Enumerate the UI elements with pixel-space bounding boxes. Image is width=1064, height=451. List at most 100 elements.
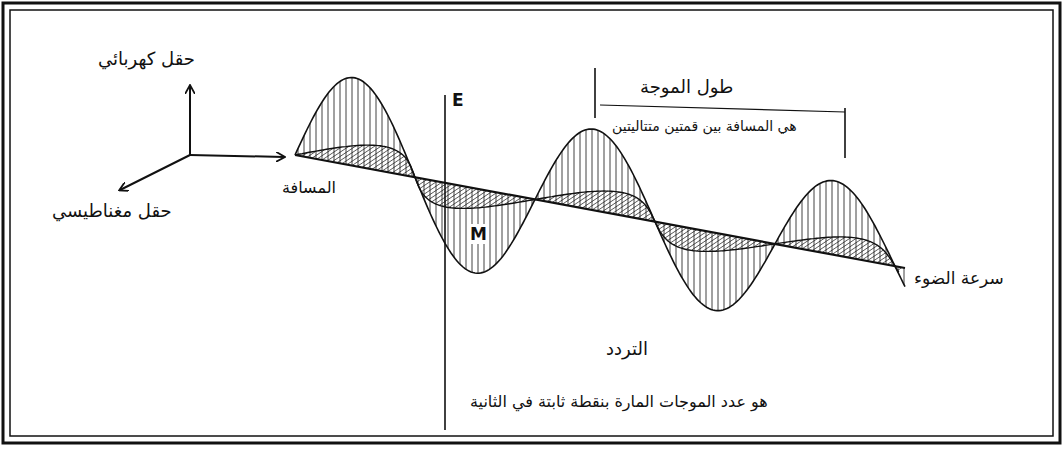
hatch-line: [842, 240, 866, 256]
hatch-line: [382, 105, 383, 171]
hatch-line: [496, 192, 497, 264]
electric-hatching: [298, 78, 904, 311]
hatch-line: [661, 225, 672, 233]
hatch-line: [637, 210, 649, 218]
axis-label: سرعة الضوء: [914, 268, 1004, 288]
hatch-line: [796, 209, 797, 248]
hatch-line: [663, 226, 677, 236]
hatch-line: [604, 134, 605, 213]
wavelength-line: [600, 105, 845, 112]
hatch-line: [872, 253, 886, 262]
axis-label: المسافة: [282, 178, 336, 197]
electric-wave: [295, 78, 905, 311]
hatch-line: [448, 183, 449, 248]
hatch-line: [582, 191, 608, 208]
hatch-line: [617, 200, 640, 215]
hatch-line: [817, 237, 839, 252]
field-symbol: E: [452, 90, 464, 110]
hatch-line: [340, 81, 341, 163]
hatch-line: [682, 231, 707, 248]
hatch-line: [607, 196, 633, 213]
hatch-line: [388, 116, 389, 173]
hatch-line: [377, 154, 401, 170]
hatch-line: [904, 268, 905, 285]
hatch-line: [822, 237, 845, 253]
hatch-line: [706, 231, 707, 307]
hatch-line: [847, 242, 870, 258]
axis-label: حقل مغناطيسي: [52, 200, 172, 222]
hatch-line: [577, 191, 601, 207]
hatch-line: [370, 88, 371, 169]
magnetic-axis-arrow: [120, 155, 190, 190]
hatch-line: [677, 230, 702, 246]
hatch-line: [502, 193, 503, 257]
hatch-line: [328, 93, 329, 161]
electric-axis-arrow: [189, 86, 191, 155]
hatch-line: [376, 95, 377, 170]
hatch-line: [429, 184, 452, 200]
hatch-line: [808, 193, 809, 250]
hatch-line: [880, 236, 881, 264]
hatch-line: [877, 255, 888, 262]
hatch-line: [832, 238, 857, 254]
hatch-line: [827, 237, 851, 253]
wavelength-label: طول الموجة: [640, 76, 733, 98]
frequency-label: التردد: [606, 338, 648, 360]
hatch-line: [812, 237, 833, 251]
hatch-line: [814, 187, 815, 251]
hatch-line: [709, 236, 732, 251]
hatch-line: [362, 148, 391, 167]
hatch-line: [703, 235, 727, 251]
inner-frame: [10, 10, 1053, 436]
field-symbol: M: [468, 224, 489, 244]
hatch-line: [867, 250, 883, 261]
hatch-line: [857, 245, 878, 259]
hatch-line: [612, 198, 636, 214]
hatch-line: [372, 152, 398, 170]
hatch-line: [628, 165, 629, 217]
fixed-point-line: [444, 95, 446, 430]
hatch-line: [691, 233, 717, 250]
hatch-line: [622, 202, 642, 216]
hatch-line: [352, 146, 381, 166]
hatch-line: [850, 190, 851, 258]
hatch-line: [697, 234, 722, 251]
hatch-line: [754, 240, 755, 280]
hatch-line: [712, 232, 713, 309]
propagation-axis: [295, 155, 905, 268]
hatch-line: [334, 86, 335, 162]
hatch-line: [598, 130, 599, 211]
wavelength-tick: [844, 108, 846, 158]
hatch-line: [346, 78, 347, 164]
hatch-line: [674, 229, 697, 244]
hatch-line: [430, 180, 431, 213]
axis-label: حقل كهربائي: [98, 48, 195, 70]
hatch-line: [832, 181, 833, 255]
hatch-line: [686, 232, 712, 249]
hatch-line: [420, 180, 432, 188]
hatch-line: [856, 196, 857, 259]
hatch-line: [466, 187, 467, 270]
hatch-line: [364, 82, 365, 168]
wavelength-tick: [594, 68, 596, 118]
propagation-axis-arrow: [190, 155, 284, 157]
hatch-line: [357, 147, 386, 167]
hatch-line: [688, 228, 689, 288]
hatch-line: [397, 165, 410, 174]
hatch-line: [632, 207, 647, 217]
hatch-line: [467, 191, 492, 208]
hatch-line: [682, 227, 683, 278]
hatch-line: [837, 239, 862, 255]
hatch-line: [490, 191, 491, 269]
hatch-line: [852, 243, 874, 258]
hatch-line: [382, 156, 404, 171]
hatch-line: [556, 160, 557, 203]
hatch-line: [838, 182, 839, 256]
hatch-line: [802, 200, 803, 249]
hatch-line: [670, 229, 692, 243]
definition-note: هو عدد الموجات المارة بنقطة ثابتة في الث…: [470, 392, 768, 411]
hatch-line: [400, 141, 401, 174]
hatch-line: [421, 181, 437, 191]
hatch-line: [460, 186, 461, 265]
hatch-line: [694, 229, 695, 296]
